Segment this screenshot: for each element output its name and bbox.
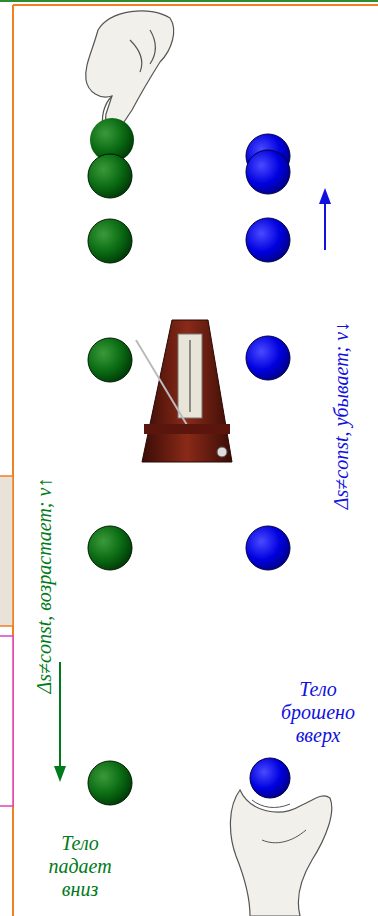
motion-note: Δs≠const, возрастает; v↑ <box>34 477 57 693</box>
thrown-balls <box>246 134 290 570</box>
direction-arrow <box>54 662 66 782</box>
hand-bottom <box>230 758 331 916</box>
direction-arrow <box>319 188 331 250</box>
falling-balls <box>88 118 134 805</box>
top-rule <box>0 0 378 2</box>
frame-border <box>13 4 378 6</box>
metronome <box>136 320 232 462</box>
caption-note: Тело падает вниз <box>38 832 122 901</box>
side-panel <box>0 636 13 806</box>
motion-note: Δs≠const, убывает; v↓ <box>331 321 354 508</box>
side-panel <box>0 476 13 626</box>
caption-note: Тело брошено вверх <box>268 678 368 747</box>
hand-top <box>86 11 174 130</box>
